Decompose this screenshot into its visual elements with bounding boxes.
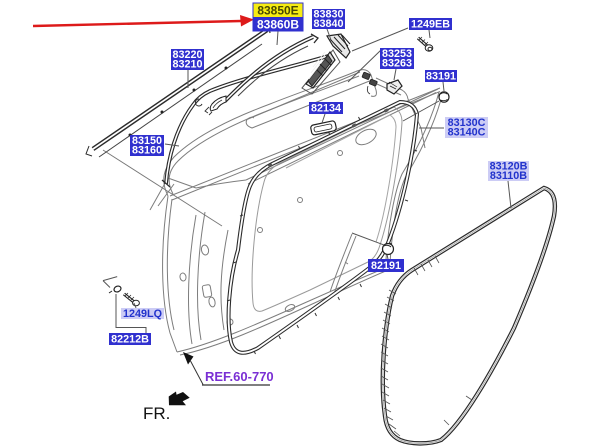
- svg-text:83191: 83191: [426, 71, 456, 83]
- svg-text:83830: 83830: [313, 9, 343, 21]
- svg-text:83160: 83160: [132, 145, 162, 157]
- svg-text:82191: 82191: [371, 260, 401, 272]
- svg-text:83110B: 83110B: [490, 170, 527, 182]
- svg-text:83130C: 83130C: [448, 117, 486, 129]
- svg-text:1249EB: 1249EB: [411, 19, 450, 31]
- svg-text:83850E: 83850E: [257, 4, 298, 18]
- svg-text:FR.: FR.: [143, 404, 170, 423]
- svg-text:83220: 83220: [172, 49, 202, 61]
- svg-text:83150: 83150: [132, 135, 162, 147]
- svg-text:83120B: 83120B: [490, 161, 528, 173]
- svg-text:REF.60-770: REF.60-770: [205, 369, 274, 384]
- svg-text:83140C: 83140C: [448, 127, 486, 139]
- svg-text:83860B: 83860B: [257, 18, 299, 32]
- svg-text:1249LQ: 1249LQ: [123, 308, 162, 320]
- svg-text:83840: 83840: [313, 18, 343, 30]
- svg-text:83253: 83253: [382, 48, 412, 60]
- svg-text:82212B: 82212B: [111, 334, 149, 346]
- svg-text:83263: 83263: [382, 58, 412, 70]
- svg-text:82134: 82134: [311, 103, 341, 115]
- svg-text:83210: 83210: [172, 59, 202, 71]
